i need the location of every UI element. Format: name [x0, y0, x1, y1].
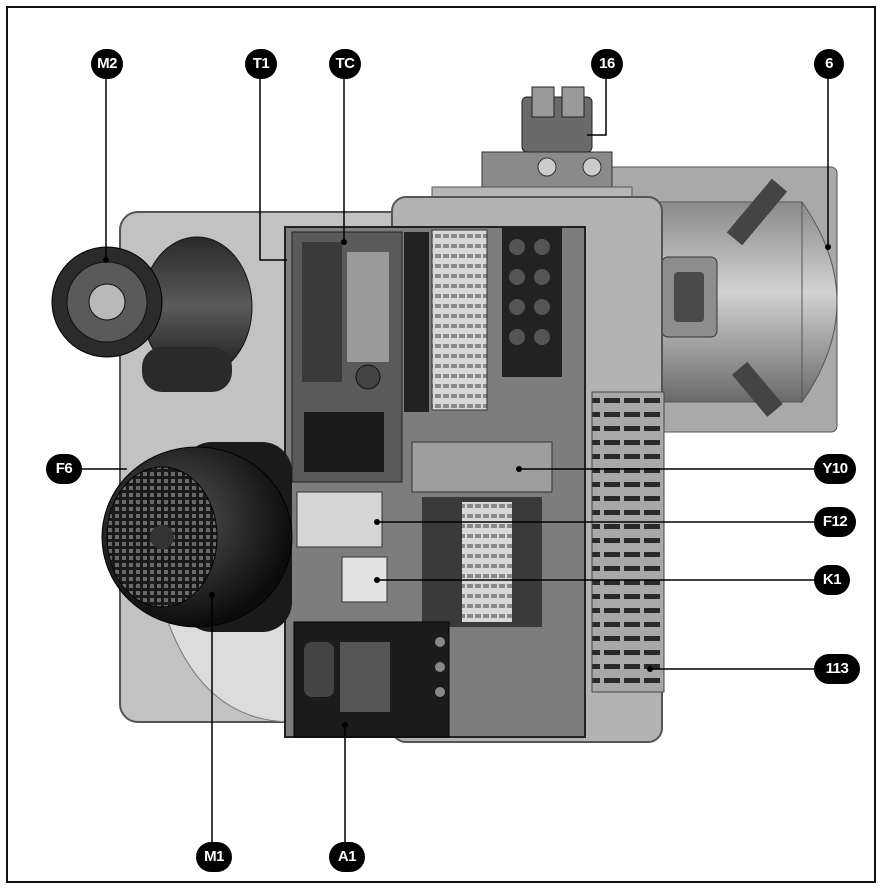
leader-16 [587, 74, 607, 136]
fan-motor [101, 442, 293, 632]
label-m2: M2 [91, 49, 123, 79]
leader-lines [82, 74, 829, 842]
leader-t1 [259, 74, 287, 261]
label-a1: A1 [329, 842, 365, 872]
figure-frame: M2 T1 TC 16 6 F6 Y10 F12 K1 113 M1 A1 [6, 6, 876, 883]
burner-illustration [51, 74, 838, 842]
label-f6: F6 [46, 454, 82, 484]
servo-motor [51, 236, 253, 392]
label-6: 6 [814, 49, 844, 79]
leader-dots [103, 239, 831, 728]
label-tc: TC [329, 49, 361, 79]
label-t1: T1 [245, 49, 277, 79]
label-y10: Y10 [814, 454, 856, 484]
label-k1: K1 [814, 565, 850, 595]
label-16: 16 [591, 49, 623, 79]
control-panel [284, 226, 586, 738]
label-m1: M1 [196, 842, 232, 872]
label-f12: F12 [814, 507, 856, 537]
label-113: 113 [814, 654, 860, 684]
